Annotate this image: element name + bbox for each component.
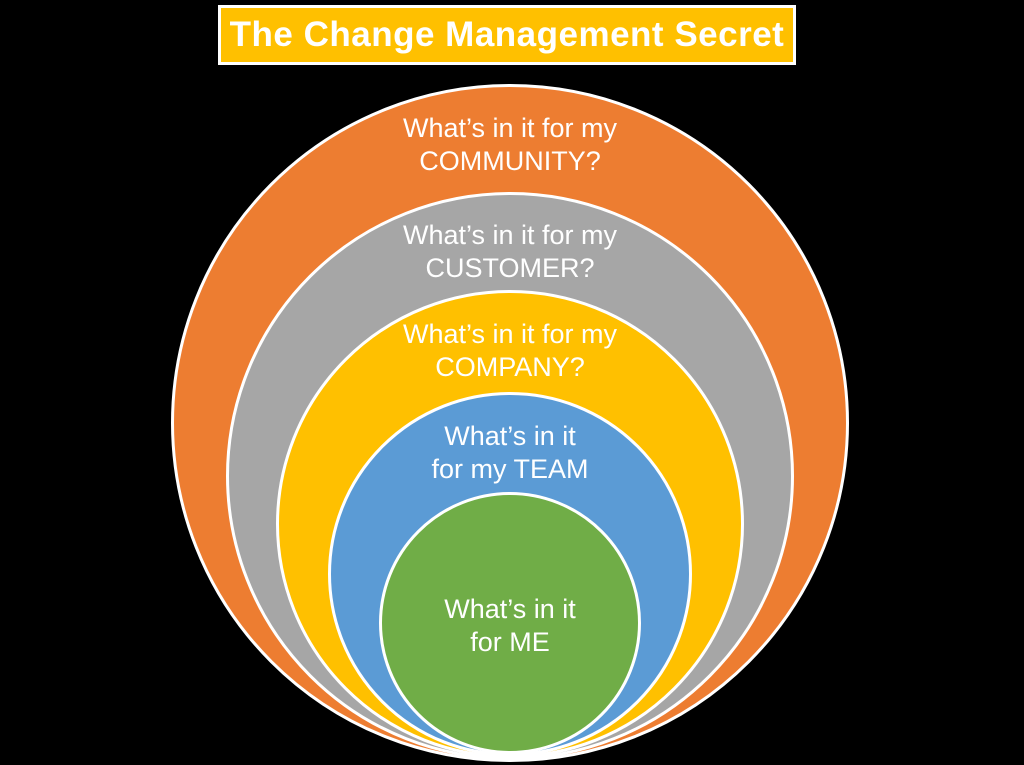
circle-me — [379, 492, 641, 754]
label-me-line1: What’s in it — [444, 594, 576, 624]
title-banner: The Change Management Secret — [218, 5, 796, 65]
label-community-line1: What’s in it for my — [402, 113, 618, 143]
label-company-line2: COMPANY? — [435, 352, 585, 382]
label-customer-line1: What’s in it for my — [402, 220, 618, 250]
label-community: What’s in it for my COMMUNITY? — [310, 112, 710, 178]
label-me-line2: for ME — [470, 627, 550, 657]
label-company-line1: What’s in it for my — [402, 319, 618, 349]
label-company: What’s in it for my COMPANY? — [310, 318, 710, 384]
label-team-line1: What’s in it — [444, 421, 576, 451]
page-title: The Change Management Secret — [229, 15, 785, 54]
label-community-line2: COMMUNITY? — [419, 146, 601, 176]
label-me: What’s in it for ME — [310, 593, 710, 659]
label-team-line2: for my TEAM — [431, 454, 589, 484]
label-customer: What’s in it for my CUSTOMER? — [310, 219, 710, 285]
label-team: What’s in it for my TEAM — [310, 420, 710, 486]
label-customer-line2: CUSTOMER? — [425, 253, 595, 283]
